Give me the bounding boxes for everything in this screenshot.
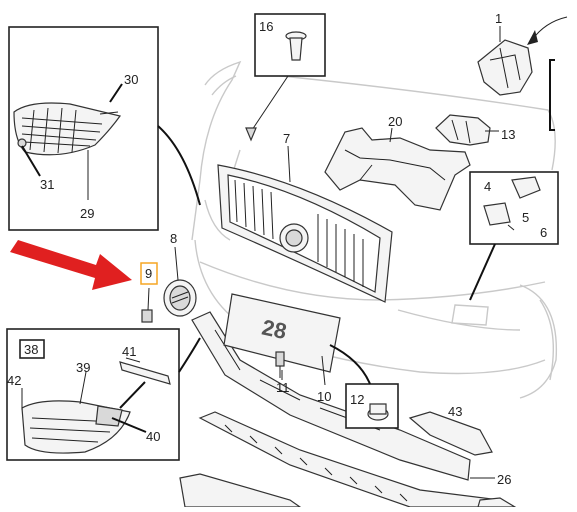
callout-39[interactable]: 39 [76, 360, 90, 375]
plate-text: 28 [260, 315, 289, 345]
leader-10 [321, 355, 326, 386]
part-41-trim [119, 361, 171, 385]
leader-16 [251, 75, 289, 131]
leader-39 [79, 371, 87, 405]
callout-20[interactable]: 20 [388, 114, 402, 129]
callout-42[interactable]: 42 [7, 373, 21, 388]
callout-29[interactable]: 29 [80, 206, 94, 221]
leader-9 [147, 287, 150, 311]
inset-29-connector [157, 125, 201, 206]
grille-slats [234, 179, 364, 287]
part-43-trim [408, 411, 493, 456]
part-8-emblem-disc [163, 279, 197, 317]
part-20-bracket [324, 127, 471, 211]
callout-26[interactable]: 26 [497, 472, 511, 487]
callout-box-edge [549, 59, 555, 131]
leader-41-bottom [119, 381, 146, 409]
part-1-pointer-arrow [527, 16, 568, 45]
part-39-side-grille [21, 400, 131, 454]
callout-30[interactable]: 30 [124, 72, 138, 87]
callout-12[interactable]: 12 [350, 392, 364, 407]
callout-38-frame [19, 339, 45, 359]
part-16-push-pin [285, 31, 307, 61]
leader-7 [287, 145, 291, 183]
part-11-bolt [275, 351, 285, 378]
callout-41[interactable]: 41 [122, 344, 136, 359]
callout-43[interactable]: 43 [448, 404, 462, 419]
callout-1[interactable]: 1 [495, 11, 502, 26]
leader-20 [389, 127, 393, 143]
part-13-clip [435, 114, 491, 146]
main-grille [217, 164, 393, 303]
callout-11[interactable]: 11 [276, 380, 290, 395]
callout-4[interactable]: 4 [484, 179, 491, 194]
callout-40[interactable]: 40 [146, 429, 160, 444]
grille-emblem-center [285, 229, 303, 247]
leader-31 [21, 145, 41, 177]
part-9-clip [141, 309, 153, 323]
callout-13[interactable]: 13 [501, 127, 515, 142]
callout-7[interactable]: 7 [283, 131, 290, 146]
callout-38[interactable]: 38 [24, 342, 38, 357]
inset-38-connector [178, 337, 201, 373]
red-indicator-arrow [10, 240, 132, 290]
lower-trim-strip [179, 473, 302, 508]
part-12-nut [367, 403, 389, 421]
license-plate-holder: 28 [223, 293, 341, 373]
callout-9[interactable]: 9 [145, 266, 152, 281]
callout-8[interactable]: 8 [170, 231, 177, 246]
part-1-bracket [477, 39, 533, 96]
part-9-highlight [140, 262, 158, 285]
part-5-bracket [483, 202, 511, 226]
inset-29-grille-insert [13, 102, 122, 156]
callout-16[interactable]: 16 [259, 19, 273, 34]
leader-8 [174, 246, 179, 281]
part-4-cap [511, 176, 541, 199]
leader-30 [109, 83, 123, 103]
leader-40 [111, 417, 147, 433]
callout-6[interactable]: 6 [540, 225, 547, 240]
callout-box-16 [254, 13, 326, 77]
leader-41 [125, 357, 141, 363]
part-6-screw [507, 224, 515, 231]
part-16-installed [245, 127, 257, 142]
callout-31[interactable]: 31 [40, 177, 54, 192]
callout-10[interactable]: 10 [317, 389, 331, 404]
inset-4-5-6-connector [469, 243, 496, 301]
callout-5[interactable]: 5 [522, 210, 529, 225]
inset-12-connector [329, 344, 371, 385]
part-small-bottom [477, 497, 518, 508]
